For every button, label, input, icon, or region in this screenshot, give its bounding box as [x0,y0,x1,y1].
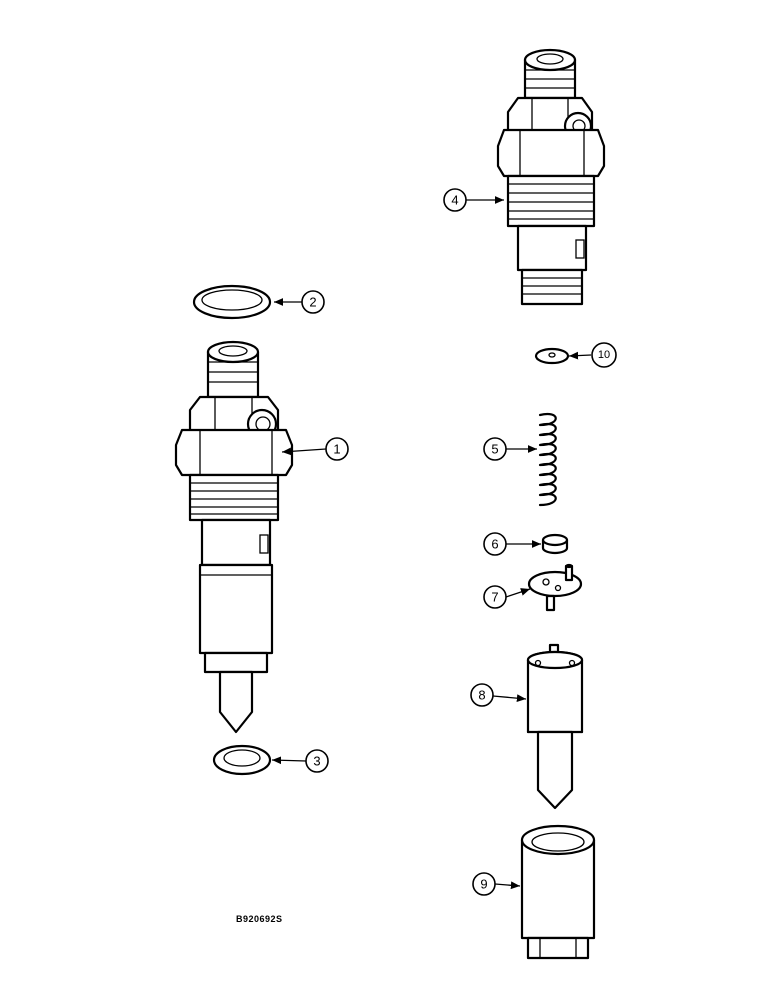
callout-5-label: 5 [491,442,498,457]
part-10-shim [534,347,570,365]
callout-3: 3 [271,749,329,773]
part-2-sealing-ring [192,284,272,320]
callout-2: 2 [274,290,325,314]
part-8-nozzle [526,643,584,810]
figure-reference-code: B920692S [236,914,283,924]
callout-8: 8 [470,683,527,707]
part-6-spring-seat [541,533,569,555]
part-3-washer [212,744,272,776]
callout-7: 7 [483,585,531,609]
callout-1-label: 1 [333,442,340,457]
callout-3-label: 3 [313,754,320,769]
callout-9-label: 9 [480,877,487,892]
callout-2-label: 2 [309,295,316,310]
callout-5: 5 [483,437,537,461]
callout-4-label: 4 [451,193,458,208]
callout-10-label: 10 [598,349,610,361]
callout-10: 10 [568,342,617,368]
part-5-spring [538,412,557,507]
callout-9: 9 [472,872,521,896]
callout-6: 6 [483,532,541,556]
callout-1: 1 [281,437,349,461]
part-1-injector-assembly [174,340,294,734]
callout-6-label: 6 [491,537,498,552]
callout-8-label: 8 [478,688,485,703]
part-9-nozzle-nut [520,824,596,960]
part-7-intermediate-plate [527,563,583,612]
part-4-nozzle-holder-body [496,48,606,306]
callout-7-label: 7 [491,590,498,605]
callout-4: 4 [443,188,504,212]
